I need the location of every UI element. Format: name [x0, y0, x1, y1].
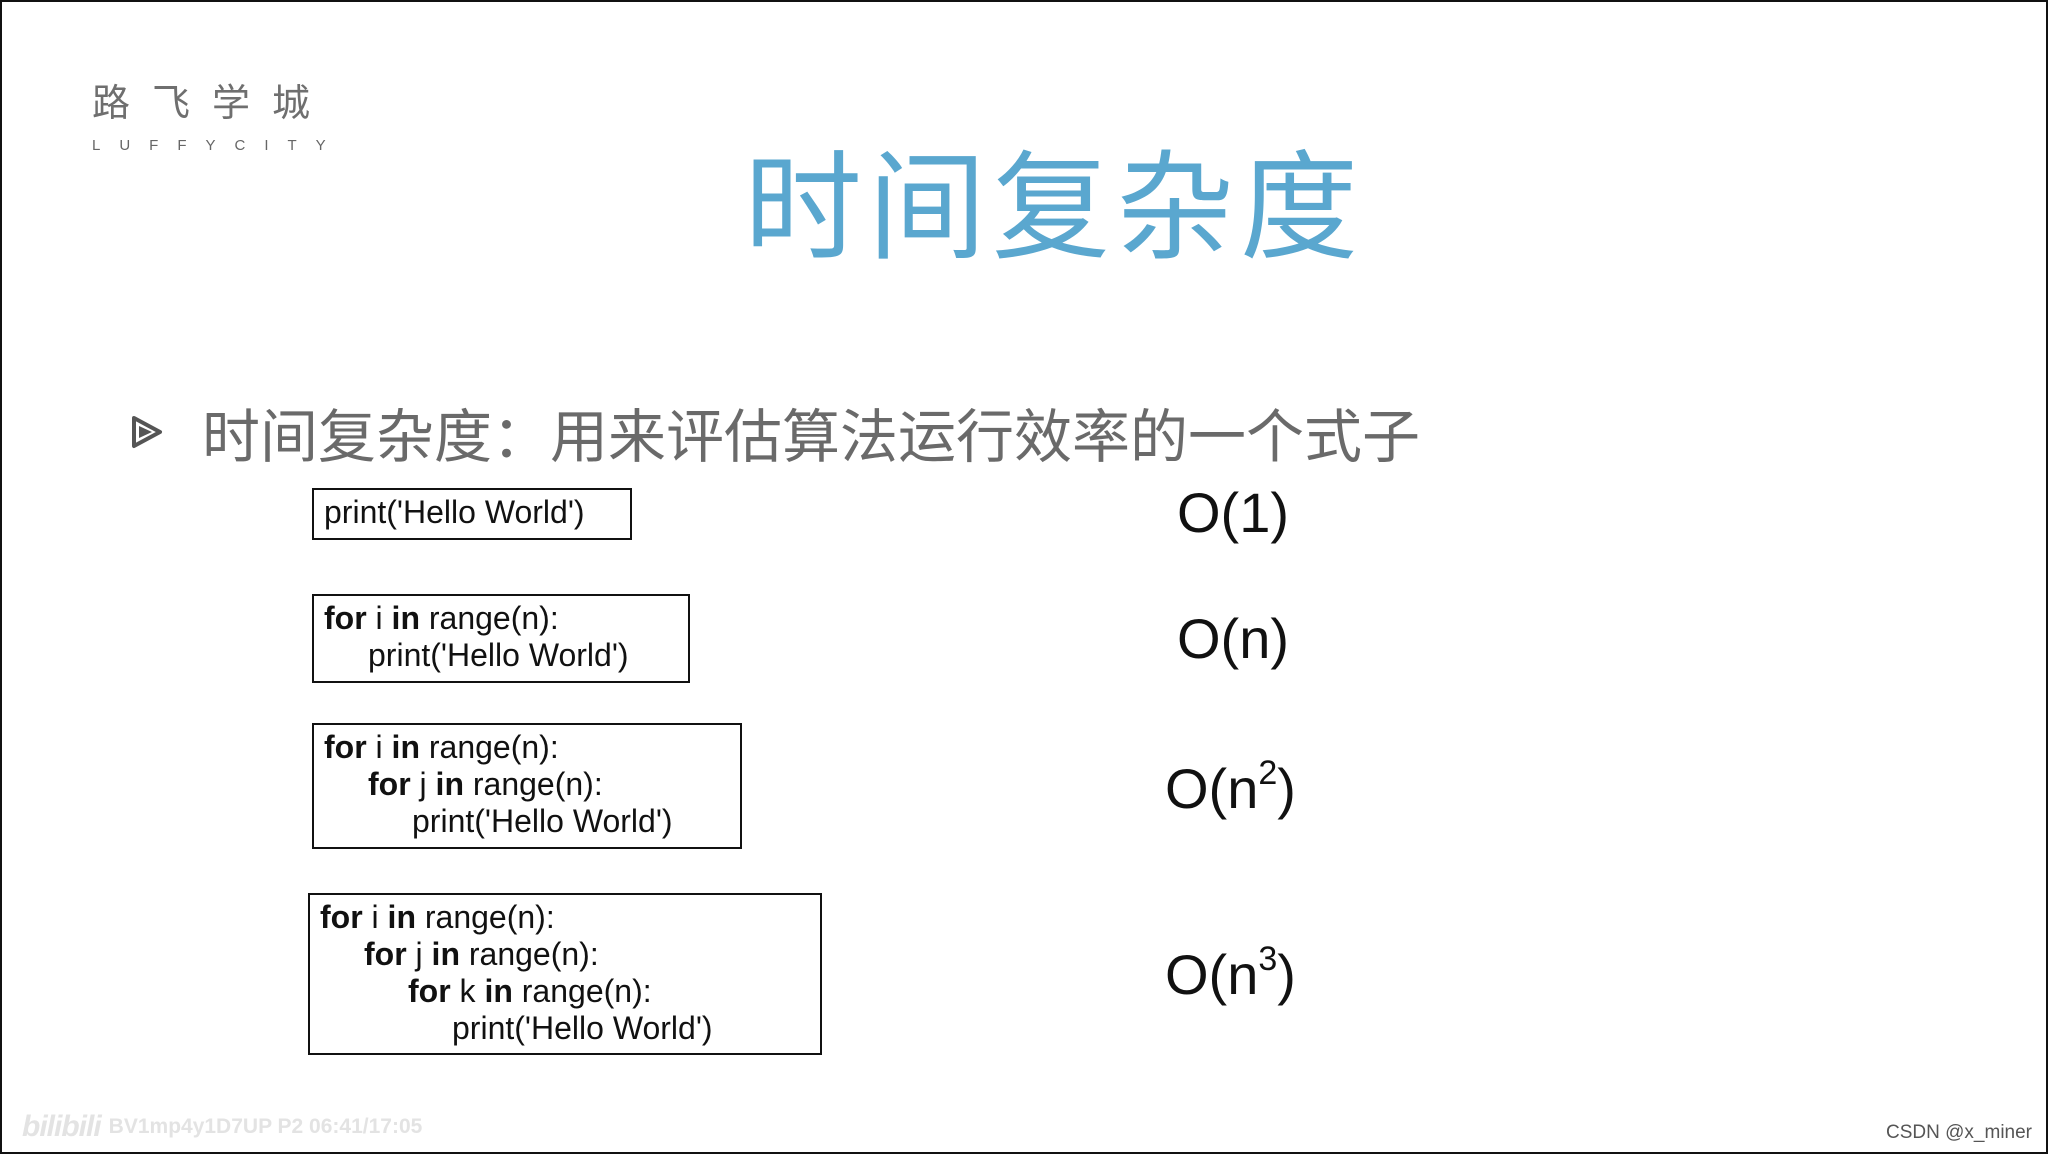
code-keyword: for [408, 973, 451, 1009]
complexity-close: ) [1277, 943, 1296, 1006]
code-text: i [366, 729, 392, 765]
slide-title: 时间复杂度 [744, 139, 1365, 277]
code-line: for j in range(n): [324, 766, 730, 803]
code-text: print('Hello World') [412, 803, 673, 839]
video-watermark: bilibili BV1mp4y1D7UP P2 06:41/17:05 [22, 1110, 422, 1144]
code-line: print('Hello World') [324, 494, 620, 531]
bullet-text: 时间复杂度：用来评估算法运行效率的一个式子 [202, 403, 1421, 471]
complexity-exponent: 3 [1258, 940, 1278, 978]
complexity-base: O(n) [1177, 607, 1289, 670]
code-text: print('Hello World') [452, 1010, 713, 1046]
code-text: k [450, 973, 485, 1009]
code-example-constant: print('Hello World') [312, 488, 632, 540]
code-text: print('Hello World') [324, 494, 585, 530]
code-text: print('Hello World') [368, 637, 629, 673]
complexity-base: O(1) [1177, 481, 1289, 544]
code-example-linear: for i in range(n):print('Hello World') [312, 594, 690, 683]
code-keyword: in [435, 766, 464, 802]
triangle-bullet-icon [132, 416, 162, 448]
brand-logo: 路飞学城 LUFFYCITY [92, 72, 345, 154]
code-keyword: for [324, 600, 367, 636]
code-text: i [362, 899, 388, 935]
code-keyword: in [431, 936, 460, 972]
csdn-credit: CSDN @x_miner [1886, 1122, 2032, 1143]
code-keyword: in [391, 729, 420, 765]
code-line: for i in range(n): [320, 899, 810, 936]
code-example-cubic: for i in range(n):for j in range(n):for … [308, 893, 822, 1055]
code-text: range(n): [463, 766, 603, 802]
code-line: print('Hello World') [320, 1010, 810, 1047]
code-keyword: for [368, 766, 411, 802]
code-text: range(n): [459, 936, 599, 972]
bullet-point: 时间复杂度：用来评估算法运行效率的一个式子 [128, 390, 1420, 474]
complexity-quadratic: O(n2) [1165, 756, 1296, 821]
code-line: for k in range(n): [320, 973, 810, 1010]
bilibili-logo: bilibili [22, 1110, 102, 1143]
complexity-constant: O(1) [1177, 480, 1289, 545]
complexity-close: ) [1277, 757, 1296, 820]
complexity-cubic: O(n3) [1165, 942, 1296, 1007]
complexity-base: O(n [1165, 943, 1259, 1006]
code-line: for i in range(n): [324, 600, 678, 637]
code-keyword: in [387, 899, 416, 935]
code-example-quadratic: for i in range(n):for j in range(n):prin… [312, 723, 742, 849]
complexity-linear: O(n) [1177, 606, 1289, 671]
logo-english: LUFFYCITY [92, 137, 345, 154]
code-keyword: for [324, 729, 367, 765]
code-keyword: for [320, 899, 363, 935]
code-text: j [410, 766, 436, 802]
code-text: range(n): [419, 600, 559, 636]
code-text: j [406, 936, 432, 972]
code-line: print('Hello World') [324, 637, 678, 674]
complexity-exponent: 2 [1258, 754, 1278, 792]
code-keyword: for [364, 936, 407, 972]
code-keyword: in [484, 973, 513, 1009]
code-text: range(n): [419, 729, 559, 765]
code-line: for i in range(n): [324, 729, 730, 766]
code-line: for j in range(n): [320, 936, 810, 973]
logo-chinese: 路飞学城 [92, 81, 333, 125]
code-keyword: in [391, 600, 420, 636]
complexity-base: O(n [1165, 757, 1259, 820]
code-text: range(n): [512, 973, 652, 1009]
code-text: i [366, 600, 392, 636]
code-text: range(n): [415, 899, 555, 935]
code-line: print('Hello World') [324, 803, 730, 840]
video-info: BV1mp4y1D7UP P2 06:41/17:05 [108, 1115, 423, 1138]
